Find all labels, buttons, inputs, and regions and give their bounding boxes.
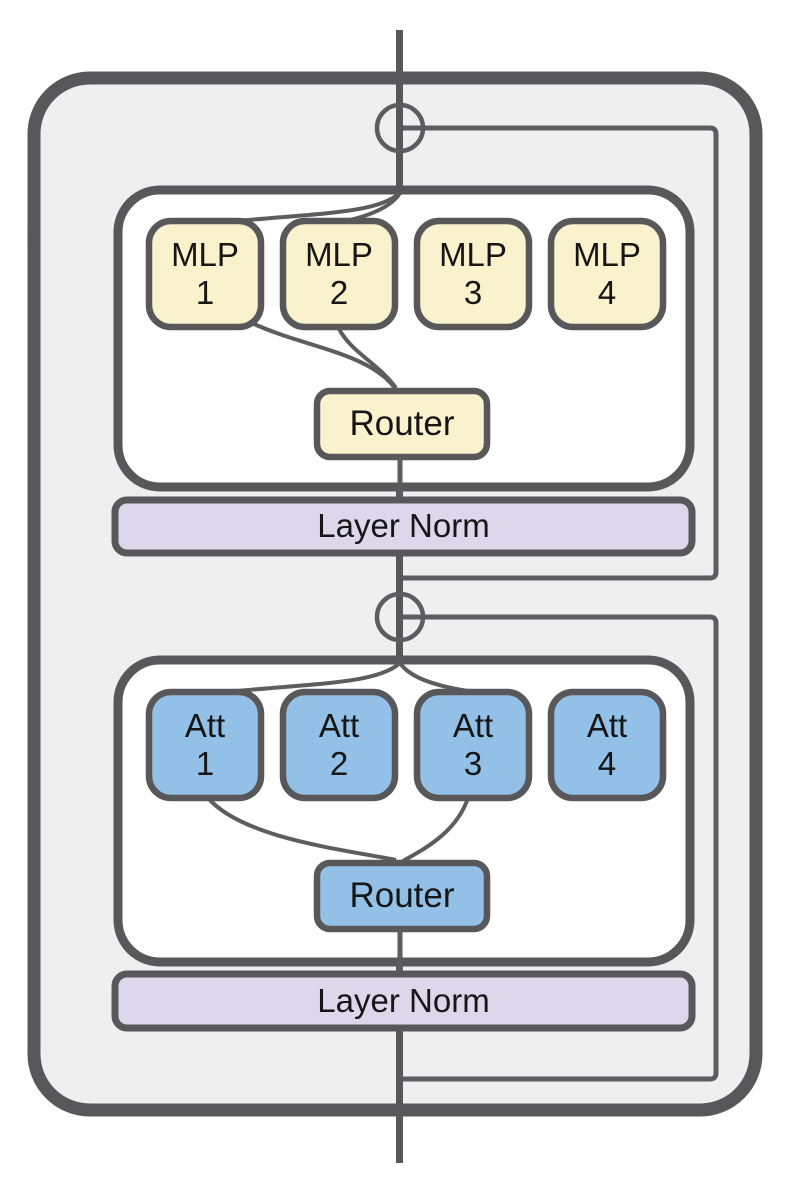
att-router-box [313, 859, 491, 933]
residual-skip-top [400, 125, 719, 581]
expert-box-att-4 [547, 688, 667, 802]
route-att1-to-router [206, 796, 397, 862]
mlp-expert-boxes [145, 217, 667, 461]
route-mlp2-to-router [337, 328, 398, 390]
add-circle-bottom-icon [374, 591, 426, 643]
expert-box-mlp-4 [547, 217, 667, 331]
route-att3-to-router [402, 797, 470, 863]
expert-box-att-2 [279, 688, 399, 802]
layer-norm-bar-bottom [111, 970, 696, 1032]
route-input-to-att1 [236, 661, 402, 693]
expert-box-mlp-3 [413, 217, 533, 331]
mlp-router-box [313, 387, 491, 461]
layer-norm-bar-top [111, 496, 696, 557]
att-expert-boxes [145, 688, 667, 933]
expert-box-mlp-1 [145, 217, 265, 331]
add-circle-top-icon [374, 102, 426, 154]
residual-skip-bottom [400, 614, 719, 1082]
expert-box-att-3 [413, 688, 533, 802]
expert-box-mlp-2 [279, 217, 399, 331]
route-input-to-mlp1 [236, 191, 402, 223]
expert-box-att-1 [145, 688, 265, 802]
